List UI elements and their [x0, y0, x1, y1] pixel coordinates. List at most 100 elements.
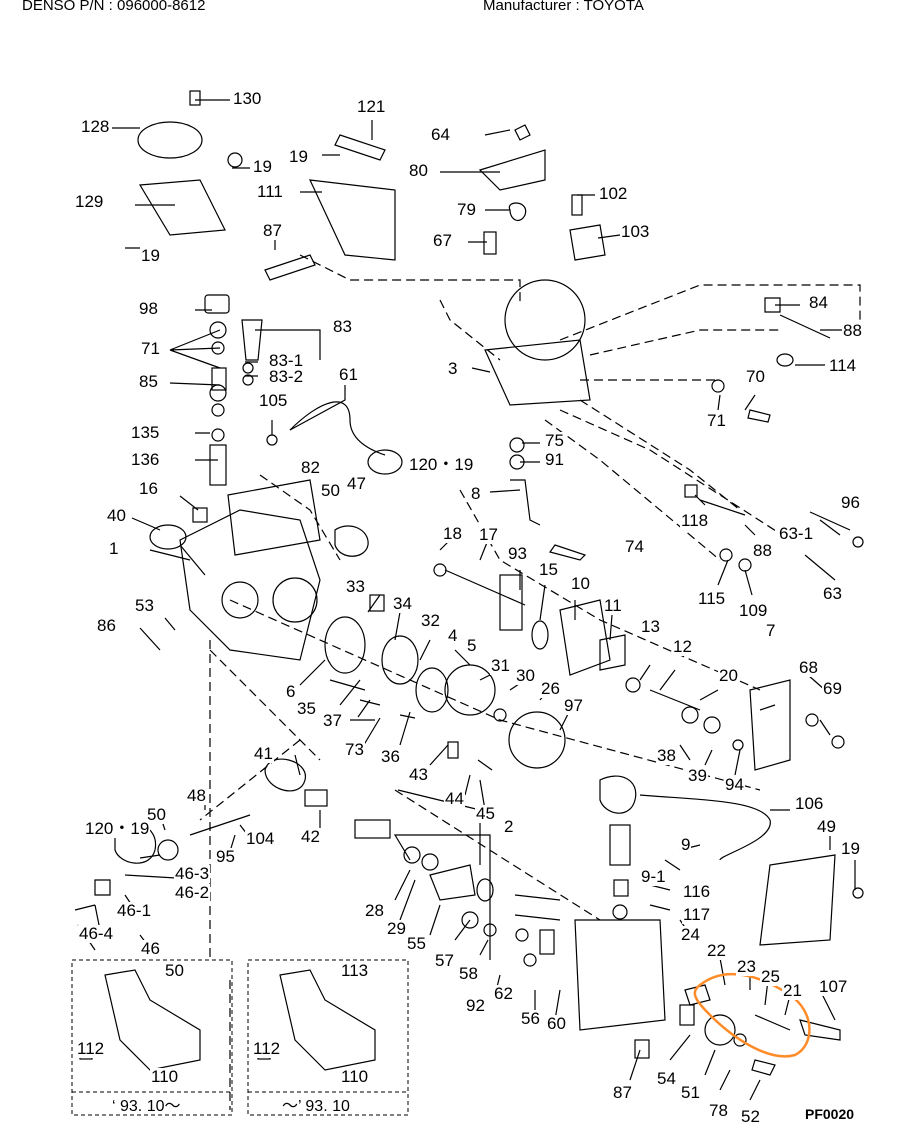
callout-label: 15 [538, 560, 559, 579]
callout-label: 7 [765, 621, 777, 640]
callout-label: 102 [598, 184, 629, 203]
subbox-label-from: ‘ 93. 10〜 [112, 1098, 181, 1115]
callout-label: 85 [138, 372, 159, 391]
callout-label: 98 [138, 299, 159, 318]
callout-label: 95 [215, 847, 236, 866]
callout-label: 63 [822, 584, 843, 603]
manufacturer-label: Manufacturer : TOYOTA [483, 0, 644, 14]
callout-label: 68 [798, 658, 819, 677]
callout-label: 2 [503, 817, 515, 836]
callout-label: 46-2 [174, 883, 211, 902]
callout-label: 87 [262, 221, 283, 240]
callout-label: 94 [724, 775, 745, 794]
callout-label: 50 [146, 805, 167, 824]
callout-label: 28 [364, 901, 385, 920]
callout-label: 52 [740, 1107, 761, 1126]
subbox-label-until: 〜’ 93. 10 [282, 1098, 350, 1115]
callout-label: 71 [140, 339, 161, 358]
callout-label: 42 [300, 827, 321, 846]
callout-label: 110 [150, 1067, 180, 1086]
callout-label: 67 [432, 231, 453, 250]
callout-label: 20 [718, 666, 739, 685]
callout-label: 46-4 [78, 924, 115, 943]
callout-label: 104 [245, 829, 276, 848]
callout-label: 62 [493, 984, 514, 1003]
callout-label: 96 [840, 493, 861, 512]
callout-label: 46-3 [174, 864, 211, 883]
callout-label: 6 [285, 682, 297, 701]
callout-label: 82 [300, 458, 321, 477]
callout-label: 54 [656, 1069, 677, 1088]
callout-label: 128 [80, 117, 111, 136]
callout-label: 5 [466, 636, 478, 655]
callout-label: 56 [520, 1009, 541, 1028]
callout-label: 46-1 [116, 901, 153, 920]
callout-label: 130 [232, 89, 263, 108]
callout-label: 19 [288, 147, 309, 166]
callout-label: 40 [106, 506, 127, 525]
callout-label: 118 [680, 511, 710, 530]
callout-label: 21 [782, 981, 803, 1000]
callout-label: 41 [253, 744, 274, 763]
callout-label: 78 [708, 1101, 729, 1120]
callout-label: 19 [140, 246, 161, 265]
part-number-label: DENSO P/N : 096000-8612 [22, 0, 206, 14]
callout-label: 13 [640, 617, 661, 636]
callout-label: 38 [656, 746, 677, 765]
callout-label: 80 [408, 161, 429, 180]
callout-label: 12 [672, 637, 693, 656]
callout-label: 88 [752, 541, 773, 560]
callout-label: 51 [680, 1083, 701, 1102]
callout-label: 34 [392, 594, 413, 613]
callout-label: 46 [140, 939, 161, 958]
callout-label: 33 [345, 577, 366, 596]
callout-label: 114 [828, 356, 858, 375]
callout-label: 39 [687, 766, 708, 785]
callout-label: 9 [680, 835, 692, 854]
callout-label: 71 [706, 411, 727, 430]
callout-label: 35 [296, 699, 317, 718]
callout-label: 45 [475, 804, 496, 823]
callout-label: 136 [130, 450, 161, 469]
callout-label: 55 [406, 934, 427, 953]
callout-label: 29 [386, 919, 407, 938]
callout-label: 48 [186, 786, 207, 805]
callout-label: 70 [745, 367, 766, 386]
callout-label: 37 [322, 711, 343, 730]
diagram-code: PF0020 [805, 1106, 855, 1122]
callout-label: 105 [258, 391, 289, 410]
callout-label: 88 [842, 321, 863, 340]
callout-label: 97 [563, 696, 584, 715]
callout-label: 1 [108, 539, 120, 558]
callout-label: 58 [458, 964, 479, 983]
callout-label: 23 [736, 957, 757, 976]
callout-label: 17 [478, 525, 499, 544]
callout-label: 4 [447, 626, 459, 645]
callout-label: 19 [840, 839, 861, 858]
callout-label: 43 [408, 765, 429, 784]
callout-label: 73 [344, 740, 365, 759]
callout-label: 91 [544, 450, 565, 469]
callout-label: 60 [546, 1014, 567, 1033]
callout-label: 111 [256, 182, 284, 201]
callout-label: 50 [164, 961, 185, 980]
callout-label: 87 [612, 1083, 633, 1102]
callout-label: 22 [706, 941, 727, 960]
callout-label: 83-2 [268, 367, 305, 386]
callout-label: 26 [540, 679, 561, 698]
callout-label: 103 [620, 222, 651, 241]
callout-label: 53 [134, 596, 155, 615]
callout-label: 116 [682, 882, 712, 901]
callout-label: 107 [818, 977, 849, 996]
callout-label: 115 [697, 589, 727, 608]
callout-label: 18 [442, 524, 463, 543]
callout-label: 19 [252, 157, 273, 176]
callout-label: 16 [138, 479, 159, 498]
callout-label: 75 [544, 431, 565, 450]
callout-label: 93 [507, 544, 528, 563]
callout-label: 113 [340, 961, 370, 980]
callout-label: 10 [570, 574, 591, 593]
callout-label: 135 [130, 423, 161, 442]
callout-label: 31 [490, 656, 511, 675]
